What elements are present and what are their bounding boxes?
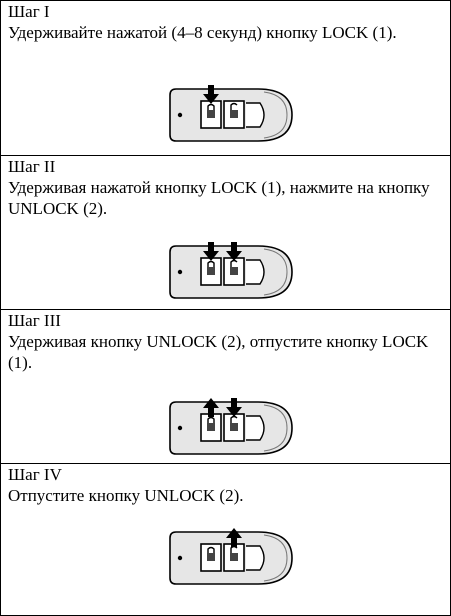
step-4: Шаг IV Отпустите кнопку UNLOCK (2). xyxy=(1,463,450,615)
step-title: Шаг IV xyxy=(8,465,62,484)
step-title: Шаг III xyxy=(8,311,61,330)
arrow-down-icon xyxy=(226,398,242,417)
step-title: Шаг I xyxy=(8,2,50,21)
step-2: Шаг II Удерживая нажатой кнопку LOCK (1)… xyxy=(1,155,450,309)
arrow-down-icon xyxy=(203,242,219,261)
key-fob-icon xyxy=(169,398,293,455)
step-text: Отпустите кнопку UNLOCK (2). xyxy=(8,486,244,505)
step-title: Шаг II xyxy=(8,157,56,176)
arrow-down-icon xyxy=(226,242,242,261)
arrow-up-icon xyxy=(226,528,242,547)
arrow-down-icon xyxy=(203,85,219,104)
step-3: Шаг III Удерживая кнопку UNLOCK (2), отп… xyxy=(1,309,450,463)
key-fob-icon xyxy=(169,242,293,299)
key-fob-icon xyxy=(169,85,293,142)
step-text: Удерживая кнопку UNLOCK (2), отпустите к… xyxy=(8,332,429,372)
step-1: Шаг I Удерживайте нажатой (4–8 секунд) к… xyxy=(1,1,450,155)
step-text: Удерживайте нажатой (4–8 секунд) кнопку … xyxy=(8,23,397,42)
key-fob-icon xyxy=(169,528,293,585)
step-text: Удерживая нажатой кнопку LOCK (1), нажми… xyxy=(8,178,430,218)
arrow-up-icon xyxy=(203,398,219,417)
